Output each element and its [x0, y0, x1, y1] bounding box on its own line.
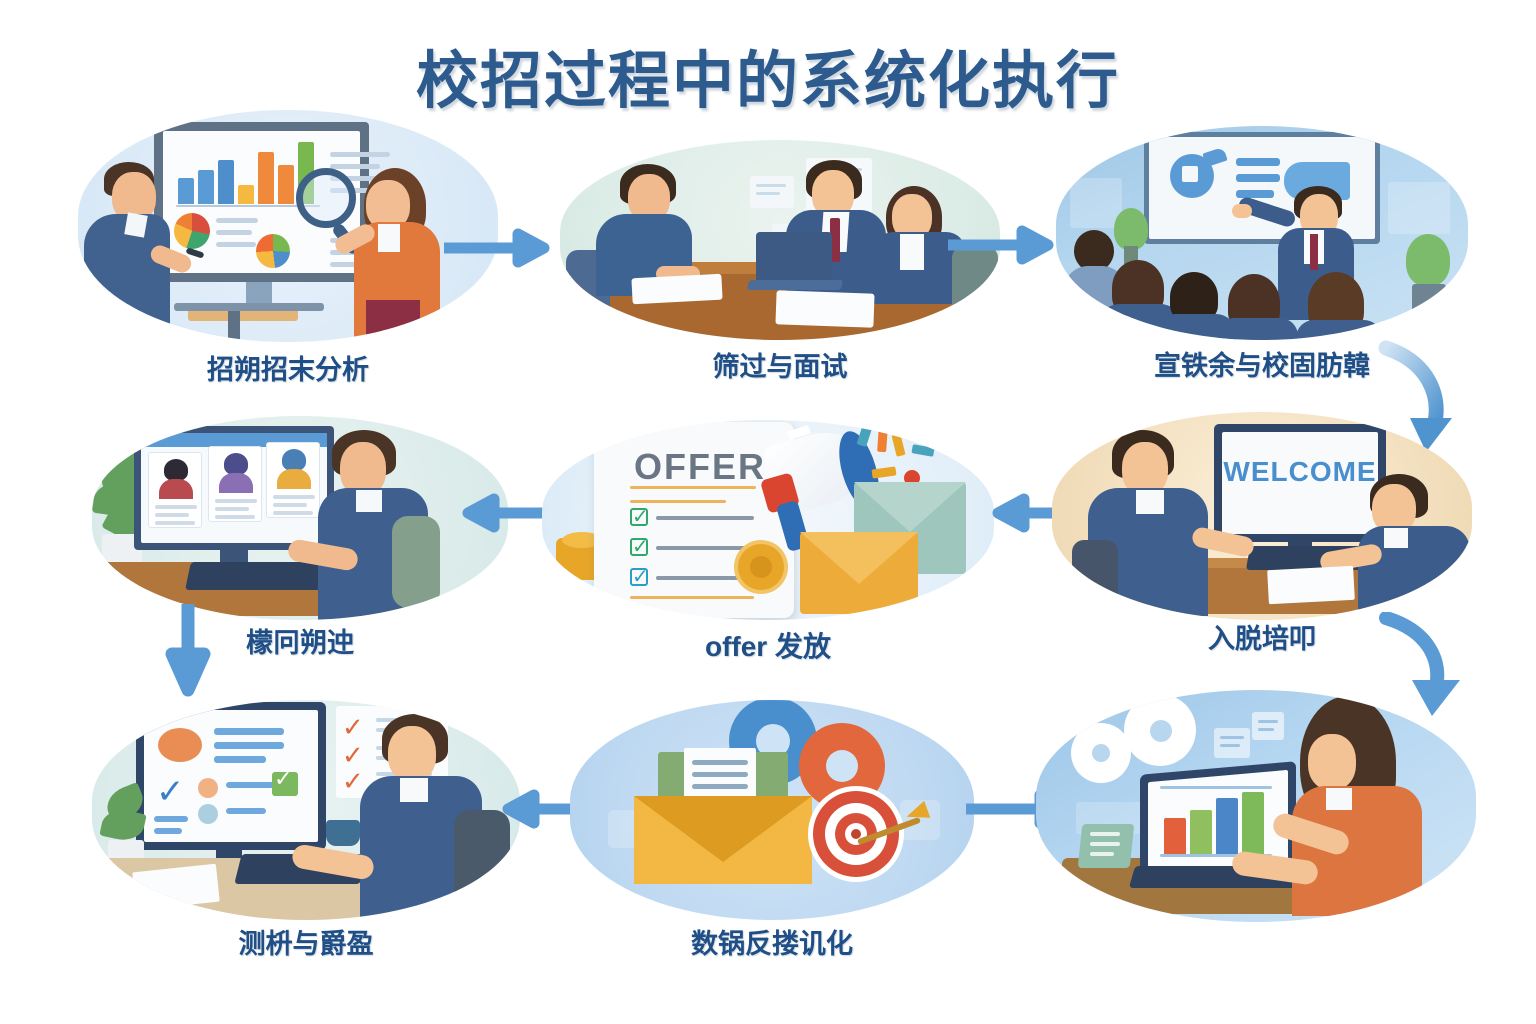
step-4-panel[interactable]: WELCOME 入脱培叩 [1052, 412, 1472, 654]
laptop [756, 232, 832, 284]
cup-icon [326, 820, 360, 846]
chart-bar [198, 170, 214, 204]
step-2-illustration [560, 140, 1000, 340]
step-1-illustration [78, 110, 498, 342]
step-3-panel[interactable]: 宣铁余与校固肪韓 [1056, 126, 1468, 381]
arrow-step2-to-step3 [948, 225, 1054, 265]
audience-head [1170, 272, 1218, 322]
step-8-illustration [570, 700, 974, 920]
step-4-caption: 入脱培叩 [1208, 624, 1316, 654]
person-head [1308, 734, 1356, 790]
person-head [388, 726, 436, 782]
step-5-illustration: OFFER ✓ ✓ ✓ [542, 420, 994, 620]
offer-heading: OFFER [634, 446, 766, 487]
step-9-illustration [1036, 690, 1476, 922]
step-5-panel[interactable]: OFFER ✓ ✓ ✓ [542, 420, 994, 662]
chart-bar [258, 152, 274, 204]
step-3-caption: 宣铁余与校固肪韓 [1154, 351, 1370, 381]
page-title: 校招过程中的系统化执行 [415, 47, 1120, 116]
step-3-illustration [1056, 126, 1468, 340]
step-8-caption: 数锅反搂讥化 [691, 929, 853, 959]
confetti [877, 425, 888, 453]
welcome-text: WELCOME [1223, 456, 1377, 487]
checkbox-checked [630, 508, 648, 526]
person-body [84, 214, 170, 342]
step-7-illustration: ✓ ✓ ✓ ✓ ✓ [92, 700, 520, 920]
step-1-caption: 招朔招末分析 [207, 355, 369, 385]
step-6-illustration [92, 416, 508, 620]
chart-bar [238, 185, 254, 204]
step-9-panel[interactable] [1036, 690, 1476, 922]
chart-bar [178, 178, 194, 204]
person-body [1358, 526, 1470, 616]
checkbox-checked [630, 538, 648, 556]
pie-chart [256, 234, 290, 268]
green-check-box [272, 772, 298, 796]
step-5-caption: offer 发放 [704, 631, 831, 662]
step-4-illustration: WELCOME [1052, 412, 1472, 620]
plant-icon [1406, 234, 1450, 286]
person-head [1372, 484, 1416, 534]
brain-icon [158, 728, 202, 762]
person-body [1292, 786, 1422, 916]
welcome-monitor [1214, 424, 1386, 542]
blue-check-icon: ✓ [156, 773, 185, 811]
magnifier-icon [296, 168, 356, 228]
checkbox-checked [630, 568, 648, 586]
audience-head [1074, 230, 1114, 272]
candidate-card[interactable] [208, 446, 262, 522]
step-6-panel[interactable]: 檬冋朔迚 [92, 416, 508, 658]
step-7-caption: 测枡与爵盈 [238, 929, 374, 959]
step-2-caption: 筛过与面试 [712, 352, 848, 382]
chart-bar [1242, 792, 1264, 854]
arrow-step6-to-step7 [165, 604, 211, 697]
chart-bar [1164, 818, 1186, 854]
person-head [1122, 442, 1168, 496]
step-7-panel[interactable]: ✓ ✓ ✓ ✓ ✓ [92, 700, 520, 959]
step-2-panel[interactable]: 筛过与面试 [560, 140, 1000, 382]
chart-bar [1216, 798, 1238, 854]
chart-bar [1190, 810, 1212, 854]
step-8-panel[interactable]: 数锅反搂讥化 [570, 700, 974, 959]
chart-bar [278, 165, 294, 204]
keyboard [185, 562, 331, 590]
chart-bar [218, 160, 234, 204]
plant-icon [1114, 208, 1148, 250]
step-6-caption: 檬冋朔迚 [246, 628, 354, 658]
step-1-panel[interactable]: 招朔招末分析 [78, 110, 498, 385]
candidate-card[interactable] [148, 452, 202, 528]
candidate-card[interactable] [266, 442, 320, 518]
person-head [366, 180, 410, 230]
person-head [340, 442, 386, 496]
arrow-step1-to-step2 [444, 228, 550, 268]
pie-chart [174, 213, 210, 249]
